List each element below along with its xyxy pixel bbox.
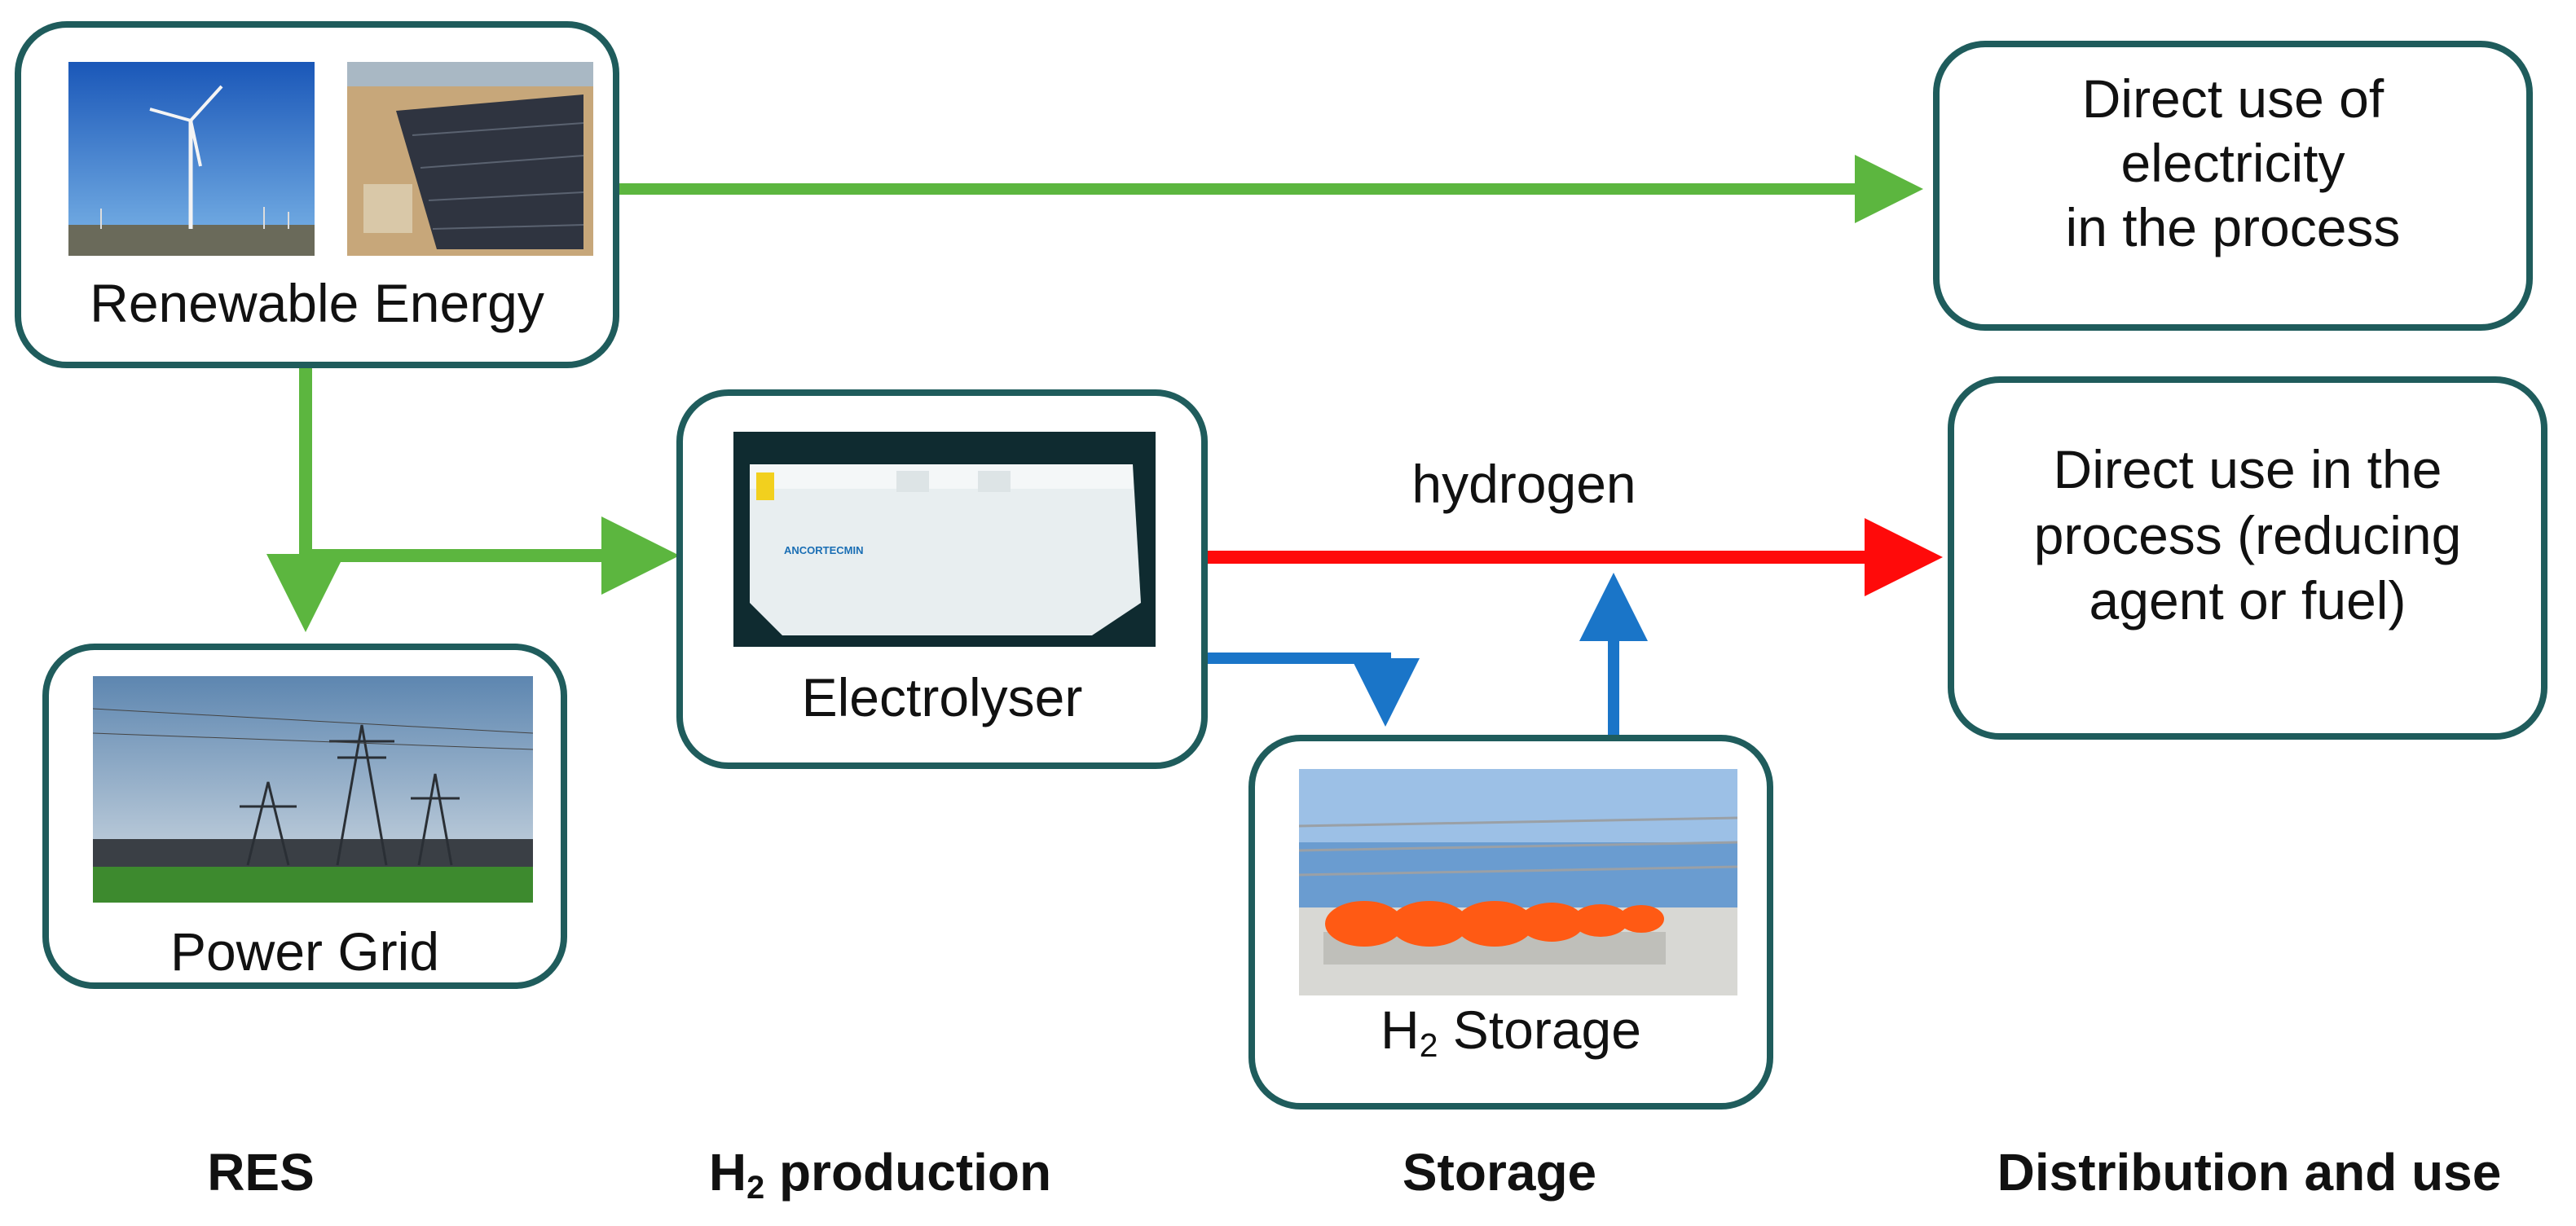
- direct-electricity-line-3: in the process: [2065, 197, 2401, 258]
- direct-electricity-line-2: electricity: [2120, 133, 2345, 194]
- h2-storage-image: [1299, 769, 1737, 995]
- direct-process-line-1: Direct use in the: [2053, 439, 2442, 499]
- stage-storage: Storage: [1402, 1143, 1597, 1202]
- h2-storage-label: H2 Storage: [1380, 1000, 1641, 1065]
- wind-turbine-image: [68, 62, 315, 256]
- power-grid-label: Power Grid: [170, 921, 440, 982]
- electrolyser-box: ANCORTECMIN Electrolyser: [676, 389, 1208, 769]
- stage-res: RES: [207, 1143, 315, 1202]
- direct-process-line-3: agent or fuel): [2089, 570, 2406, 631]
- h2-storage-box: H2 Storage: [1248, 735, 1773, 1110]
- hydrogen-flow-label: hydrogen: [1411, 454, 1636, 514]
- direct-electricity-line-1: Direct use of: [2081, 68, 2384, 129]
- renewable-energy-box: Renewable Energy: [15, 21, 619, 368]
- electrolyser-image: ANCORTECMIN: [733, 432, 1156, 647]
- renewable-energy-label: Renewable Energy: [90, 273, 544, 333]
- direct-process-box: Direct use in the process (reducing agen…: [1948, 376, 2547, 740]
- power-grid-image: [93, 676, 533, 903]
- electrolyser-label: Electrolyser: [801, 667, 1083, 727]
- power-grid-box: Power Grid: [42, 644, 567, 989]
- electrolyser-brand: ANCORTECMIN: [784, 544, 864, 556]
- direct-process-line-2: process (reducing: [2033, 504, 2462, 565]
- arrow-electrolyser-to-storage: [1208, 653, 1420, 727]
- stage-distribution-and-use: Distribution and use: [1997, 1143, 2502, 1202]
- stage-h2-production: H2 production: [708, 1143, 1052, 1206]
- direct-electricity-box: Direct use of electricity in the process: [1933, 41, 2533, 331]
- solar-farm-image: [347, 62, 593, 256]
